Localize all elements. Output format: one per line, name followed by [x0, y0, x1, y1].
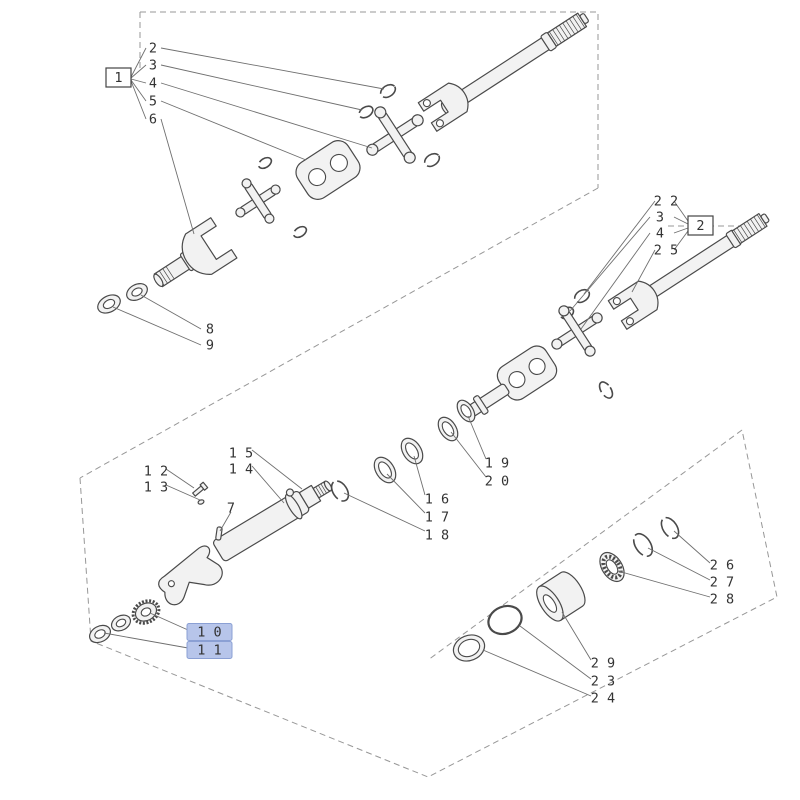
part-28-bearing [599, 551, 625, 583]
callout-27: 2 7 [710, 575, 734, 591]
callout-6: 6 [149, 112, 157, 128]
part-12-screw [192, 481, 209, 497]
part-17-ring [373, 456, 397, 484]
part-snap-ring [598, 381, 614, 399]
callout-25: 2 5 [654, 243, 678, 259]
part-5-double-yoke [295, 140, 361, 200]
part-18-snap-ring [330, 480, 350, 502]
callout-5: 5 [149, 94, 157, 110]
part-20-ring [437, 416, 459, 442]
callout-3b: 3 [656, 210, 664, 226]
part-6-knuckle-shaft [153, 217, 238, 288]
part-8-washer [126, 283, 148, 301]
part-22-snap-ring [573, 288, 591, 304]
callout-11[interactable]: 1 1 [197, 643, 221, 659]
callout-26: 2 6 [710, 558, 734, 574]
part-23-o-ring [487, 604, 523, 636]
part-29-bushing [536, 571, 586, 622]
part-snap-ring [423, 152, 441, 168]
part-14-housing [212, 480, 333, 562]
assembly-1-ref: 1 [105, 67, 132, 88]
callout-24: 2 4 [591, 691, 615, 707]
highlight-callout-11[interactable]: 1 1 [186, 641, 233, 659]
part-11-washer-b [89, 624, 111, 644]
assembly-2-ref-label: 2 [696, 218, 704, 234]
callout-7: 7 [227, 501, 235, 517]
leader-lines [103, 47, 711, 697]
part-3-snap-ring [358, 105, 374, 119]
part-spider-small [235, 178, 281, 224]
part-16-ring [400, 437, 424, 465]
part-yoke-2 [607, 280, 659, 330]
assembly-1-ref-label: 1 [114, 70, 122, 86]
part-15-fitting [285, 488, 295, 497]
callout-labels: 2 3 4 5 6 8 9 2 2 3 4 2 5 1 9 2 0 1 6 1 … [144, 41, 734, 707]
callout-20: 2 0 [485, 474, 509, 490]
callout-19: 1 9 [485, 456, 509, 472]
callout-22: 2 2 [654, 194, 678, 210]
callout-4b: 4 [656, 226, 664, 242]
callout-29: 2 9 [591, 656, 615, 672]
assembly-2-ref: 2 [687, 215, 714, 236]
part-26-snap-ring [660, 516, 680, 540]
callout-2: 2 [149, 41, 157, 57]
part-4-spider [366, 106, 424, 164]
assembly-2 [330, 212, 770, 502]
callout-10[interactable]: 1 0 [197, 625, 221, 641]
part-10-gear [131, 599, 161, 625]
callout-17: 1 7 [425, 510, 449, 526]
part-2-snap-ring [379, 83, 397, 99]
part-13-washer-small [197, 499, 205, 505]
boundary-dashed-lines [79, 11, 778, 778]
callout-28: 2 8 [710, 592, 734, 608]
assembly-bottom-left [89, 480, 333, 644]
part-fork-arm [158, 545, 223, 606]
part-9-washer [97, 294, 121, 314]
highlight-callout-10[interactable]: 1 0 [186, 623, 233, 641]
part-27-snap-ring [632, 532, 654, 558]
callout-8: 8 [206, 322, 214, 338]
callout-13: 1 3 [144, 480, 168, 496]
callout-14: 1 4 [229, 462, 253, 478]
assembly-1 [97, 12, 589, 314]
part-4-spider-2 [551, 305, 603, 357]
part-19-ring [456, 399, 476, 423]
part-snap-ring [292, 225, 308, 239]
group-bottom-right [452, 516, 680, 662]
callout-3: 3 [149, 58, 157, 74]
part-11-washer-a [110, 614, 132, 632]
part-double-yoke-2 [496, 345, 558, 401]
callout-23: 2 3 [591, 674, 615, 690]
callout-16: 1 6 [425, 492, 449, 508]
callout-18: 1 8 [425, 528, 449, 544]
part-24-seal-ring [452, 634, 486, 662]
callout-15: 1 5 [229, 446, 253, 462]
callout-4: 4 [149, 76, 157, 92]
part-snap-ring [257, 156, 273, 170]
callout-9: 9 [206, 338, 214, 354]
part-yoke-1 [417, 82, 469, 132]
callout-12: 1 2 [144, 464, 168, 480]
